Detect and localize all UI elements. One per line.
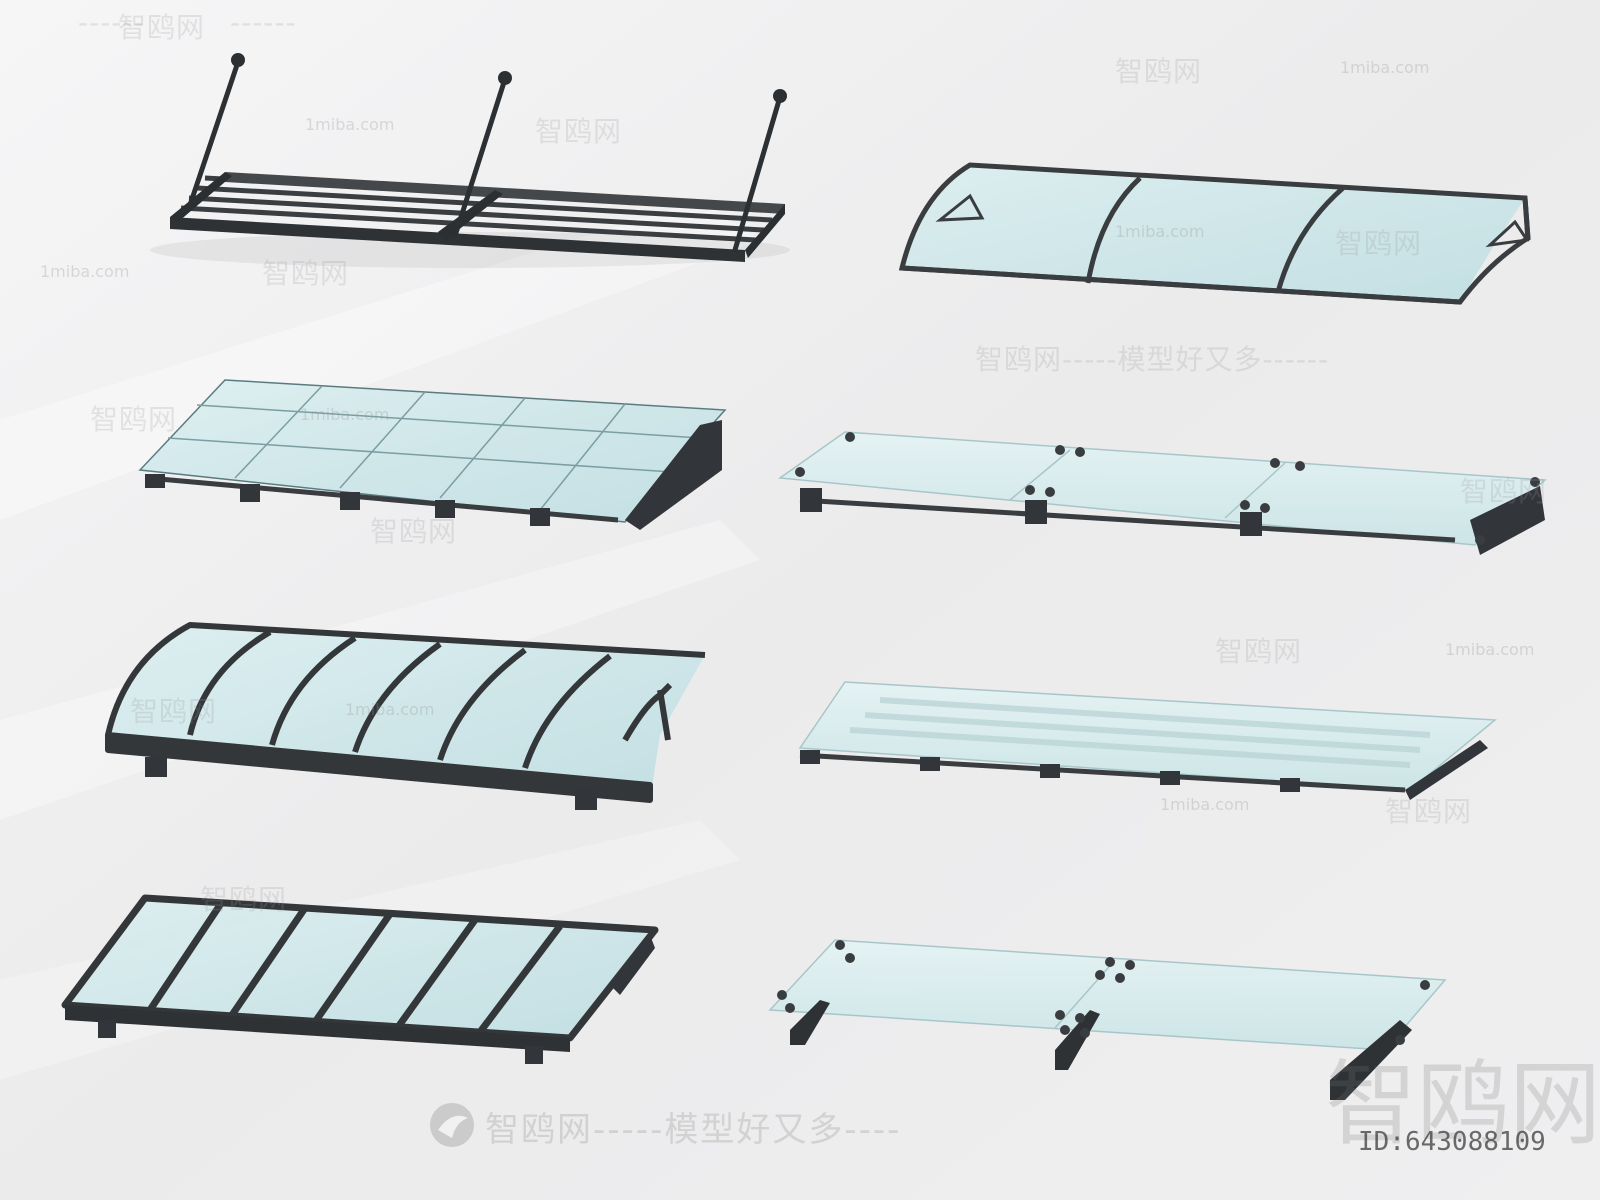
canopy-curved-ribbed: [105, 622, 706, 810]
brand-logo-icon: [430, 1103, 474, 1147]
watermark-brand: 智鸥网: [90, 403, 178, 436]
watermark-brand: 智鸥网: [1385, 795, 1473, 828]
watermark-big-brand: 智鸥网: [1325, 1051, 1600, 1158]
watermark-slogan: 智鸥网-----模型好又多------: [975, 343, 1330, 376]
watermark-brand: 智鸥网: [1115, 55, 1203, 88]
watermark-site: 1miba.com: [40, 262, 130, 281]
watermark-brand: 智鸥网: [535, 115, 623, 148]
watermark-site: 1miba.com: [1340, 58, 1430, 77]
watermark-site: 1miba.com: [300, 405, 390, 424]
canopy-curved-arched: [898, 162, 1531, 305]
watermark-site: 1miba.com: [1115, 222, 1205, 241]
canopy-spider-fixed-glass: [777, 431, 1547, 555]
watermark-brand: 智鸥网: [370, 515, 458, 548]
watermark-brand: 智鸥网: [1215, 635, 1303, 668]
watermark-site: 1miba.com: [305, 115, 395, 134]
watermark-brand: 智鸥网: [1460, 475, 1548, 508]
canopy-flat-rail-glass: [798, 681, 1497, 800]
watermark-dashes: ------: [230, 6, 297, 39]
watermark-brand: 智鸥网: [262, 257, 350, 290]
canopy-rod-supported-slats: [150, 53, 790, 268]
watermark-site: 1miba.com: [1160, 795, 1250, 814]
model-id-label: ID:643088109: [1358, 1127, 1546, 1157]
watermark-brand: 智鸥网: [200, 883, 288, 916]
watermark-bottom-slogan: 智鸥网-----模型好又多----: [485, 1110, 902, 1150]
watermark-site: 1miba.com: [1445, 640, 1535, 659]
canopy-flat-grid-glass: [138, 379, 727, 530]
canopy-cantilever-glass: [768, 939, 1447, 1100]
watermark-brand: 智鸥网: [130, 695, 218, 728]
canopy-framed-panels: [61, 894, 659, 1064]
watermark-brand: 智鸥网: [118, 11, 206, 44]
watermark-site: 1miba.com: [345, 700, 435, 719]
watermark-dashes: ------: [78, 6, 145, 39]
watermark-brand: 智鸥网: [1335, 227, 1423, 260]
